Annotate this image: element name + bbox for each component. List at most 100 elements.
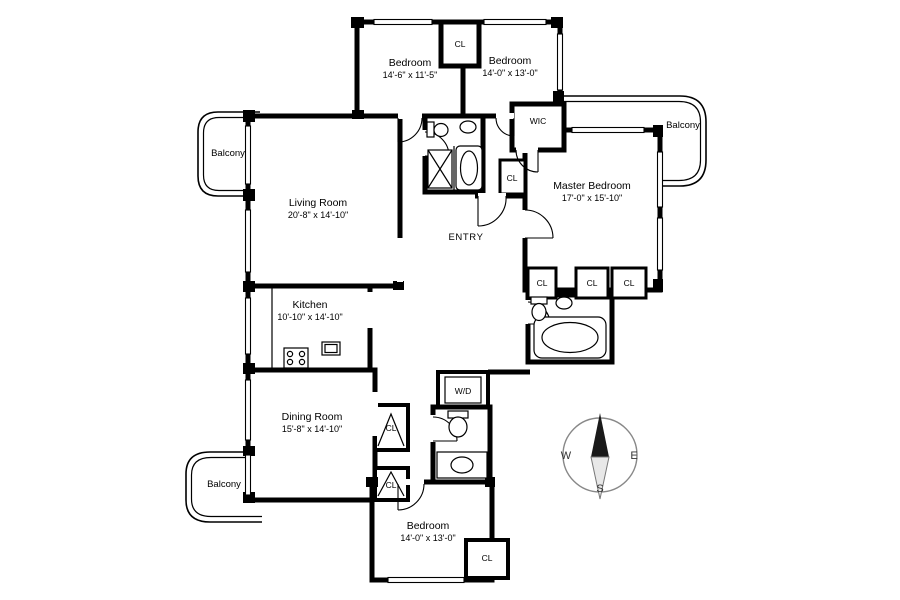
wic-label: WIC xyxy=(530,116,547,126)
bedroom-bottom-door-opening xyxy=(396,479,424,485)
compass-south-label: S xyxy=(596,483,603,495)
window xyxy=(556,33,564,91)
door-opening xyxy=(496,113,514,119)
bifold-door xyxy=(377,412,405,447)
entry-label: ENTRY xyxy=(448,232,483,243)
window xyxy=(483,18,547,26)
balcony-left-outline xyxy=(197,111,260,197)
wall-pier xyxy=(243,281,255,292)
kitchen-label: Kitchen xyxy=(292,299,327,311)
toilet-bowl xyxy=(433,122,449,138)
bathroom-top-door-opening xyxy=(422,130,428,156)
wall-pier xyxy=(352,110,364,119)
door-swing-arc xyxy=(397,117,423,143)
window xyxy=(244,297,252,355)
sink-fixture xyxy=(450,456,474,474)
master-tub-basin xyxy=(541,321,599,354)
entry-door-opening xyxy=(478,193,506,199)
wall-pier xyxy=(243,446,255,456)
wall-pier xyxy=(366,477,378,487)
wall-pier xyxy=(243,110,255,122)
window xyxy=(244,379,252,441)
bedroom-bottom-label: Bedroom xyxy=(407,520,450,532)
kitchen-sink-basin xyxy=(324,343,338,354)
compass-needle-north xyxy=(591,413,609,457)
fixtures xyxy=(271,120,607,479)
burner xyxy=(286,350,294,358)
closet-master-c-walls xyxy=(610,266,648,300)
entry-door-swing-arc xyxy=(477,195,507,227)
master-bedroom-walls xyxy=(522,127,663,293)
bifold-door xyxy=(377,470,405,497)
master-door-swing-arc xyxy=(524,209,554,239)
dining-room-label: Dining Room xyxy=(282,411,343,423)
closet-hall-label: CL xyxy=(507,173,518,183)
balcony-left-label: Balcony xyxy=(211,148,245,159)
closet-master-b-walls xyxy=(574,266,610,300)
wall-pier xyxy=(243,492,255,503)
closet-bottom-label: CL xyxy=(482,553,493,563)
kitchen-opening xyxy=(367,292,373,328)
balcony-top-right-inner-rail xyxy=(560,100,702,182)
bathroom-bottom-door-opening xyxy=(430,415,436,442)
closet-master-c-label: CL xyxy=(624,278,635,288)
burner xyxy=(286,358,294,366)
closet-master-a-walls xyxy=(526,266,558,300)
toilet-bowl xyxy=(448,416,468,438)
toilet-bowl xyxy=(531,302,547,322)
balcony-bottom-left-inner-rail xyxy=(190,456,262,518)
balcony-top-right-label: Balcony xyxy=(666,120,700,131)
kitchen-dims: 10'-10" x 14'-10" xyxy=(277,312,342,322)
master-bedroom-dims: 17'-0" x 15'-10" xyxy=(562,193,622,203)
wall-pier xyxy=(653,279,663,292)
wall-pier xyxy=(653,125,663,137)
closet-bottom-walls xyxy=(464,538,510,580)
dining-room-dims: 15'-8" x 14'-10" xyxy=(282,424,342,434)
bedroom-bottom-dims: 14'-0" x 13'-0" xyxy=(400,533,455,543)
closet-top-walls xyxy=(438,19,482,69)
kitchen-sink xyxy=(321,341,341,356)
window xyxy=(656,151,664,208)
bedroom-top-left-label: Bedroom xyxy=(389,57,432,69)
wall-segments xyxy=(475,193,530,375)
labels: Bedroom 14'-6" x 11'-5" Bedroom 14'-0" x… xyxy=(207,39,700,563)
living-room-dims: 20'-8" x 14'-10" xyxy=(288,210,348,220)
living-room-opening xyxy=(397,238,403,282)
living-room-walls xyxy=(245,113,403,289)
window xyxy=(244,125,252,185)
shower-x xyxy=(427,149,453,189)
wall-pier xyxy=(243,363,255,374)
compass-east-label: E xyxy=(630,450,637,462)
stove-fixture xyxy=(283,347,309,369)
bedroom-top-right-label: Bedroom xyxy=(489,55,532,67)
bedroom-top-left-dims: 14'-6" x 11'-5" xyxy=(383,70,438,80)
sink-fixture xyxy=(459,120,477,134)
closet-hall-walls xyxy=(498,158,527,196)
closet-master-a-label: CL xyxy=(537,278,548,288)
bedroom-top-right-dims: 14'-0" x 13'-0" xyxy=(482,68,537,78)
wall-pier xyxy=(243,189,255,201)
closet-master-b-label: CL xyxy=(587,278,598,288)
wic-door-opening xyxy=(516,147,538,153)
window xyxy=(387,576,465,584)
door-swing-arc xyxy=(397,483,425,511)
door-swing-arc xyxy=(515,149,539,173)
toilet-tank xyxy=(426,121,435,138)
closet-corridor-2-label: CL xyxy=(386,480,397,490)
master-bedroom-label: Master Bedroom xyxy=(553,180,631,192)
wic-walls xyxy=(509,101,567,153)
wd-unit xyxy=(444,376,482,404)
closet-corridor-1-label: CL xyxy=(386,423,397,433)
wd-label: W/D xyxy=(455,386,472,396)
compass-needle-south xyxy=(590,456,610,500)
sink-fixture xyxy=(555,296,573,310)
door-opening xyxy=(398,113,422,119)
wall-pier xyxy=(553,91,564,102)
compass-rose: W E S xyxy=(561,413,638,500)
master-door-opening xyxy=(522,210,528,238)
window xyxy=(656,217,664,271)
balcony-left-inner-rail xyxy=(202,116,260,192)
wd-closet-walls xyxy=(436,370,490,409)
